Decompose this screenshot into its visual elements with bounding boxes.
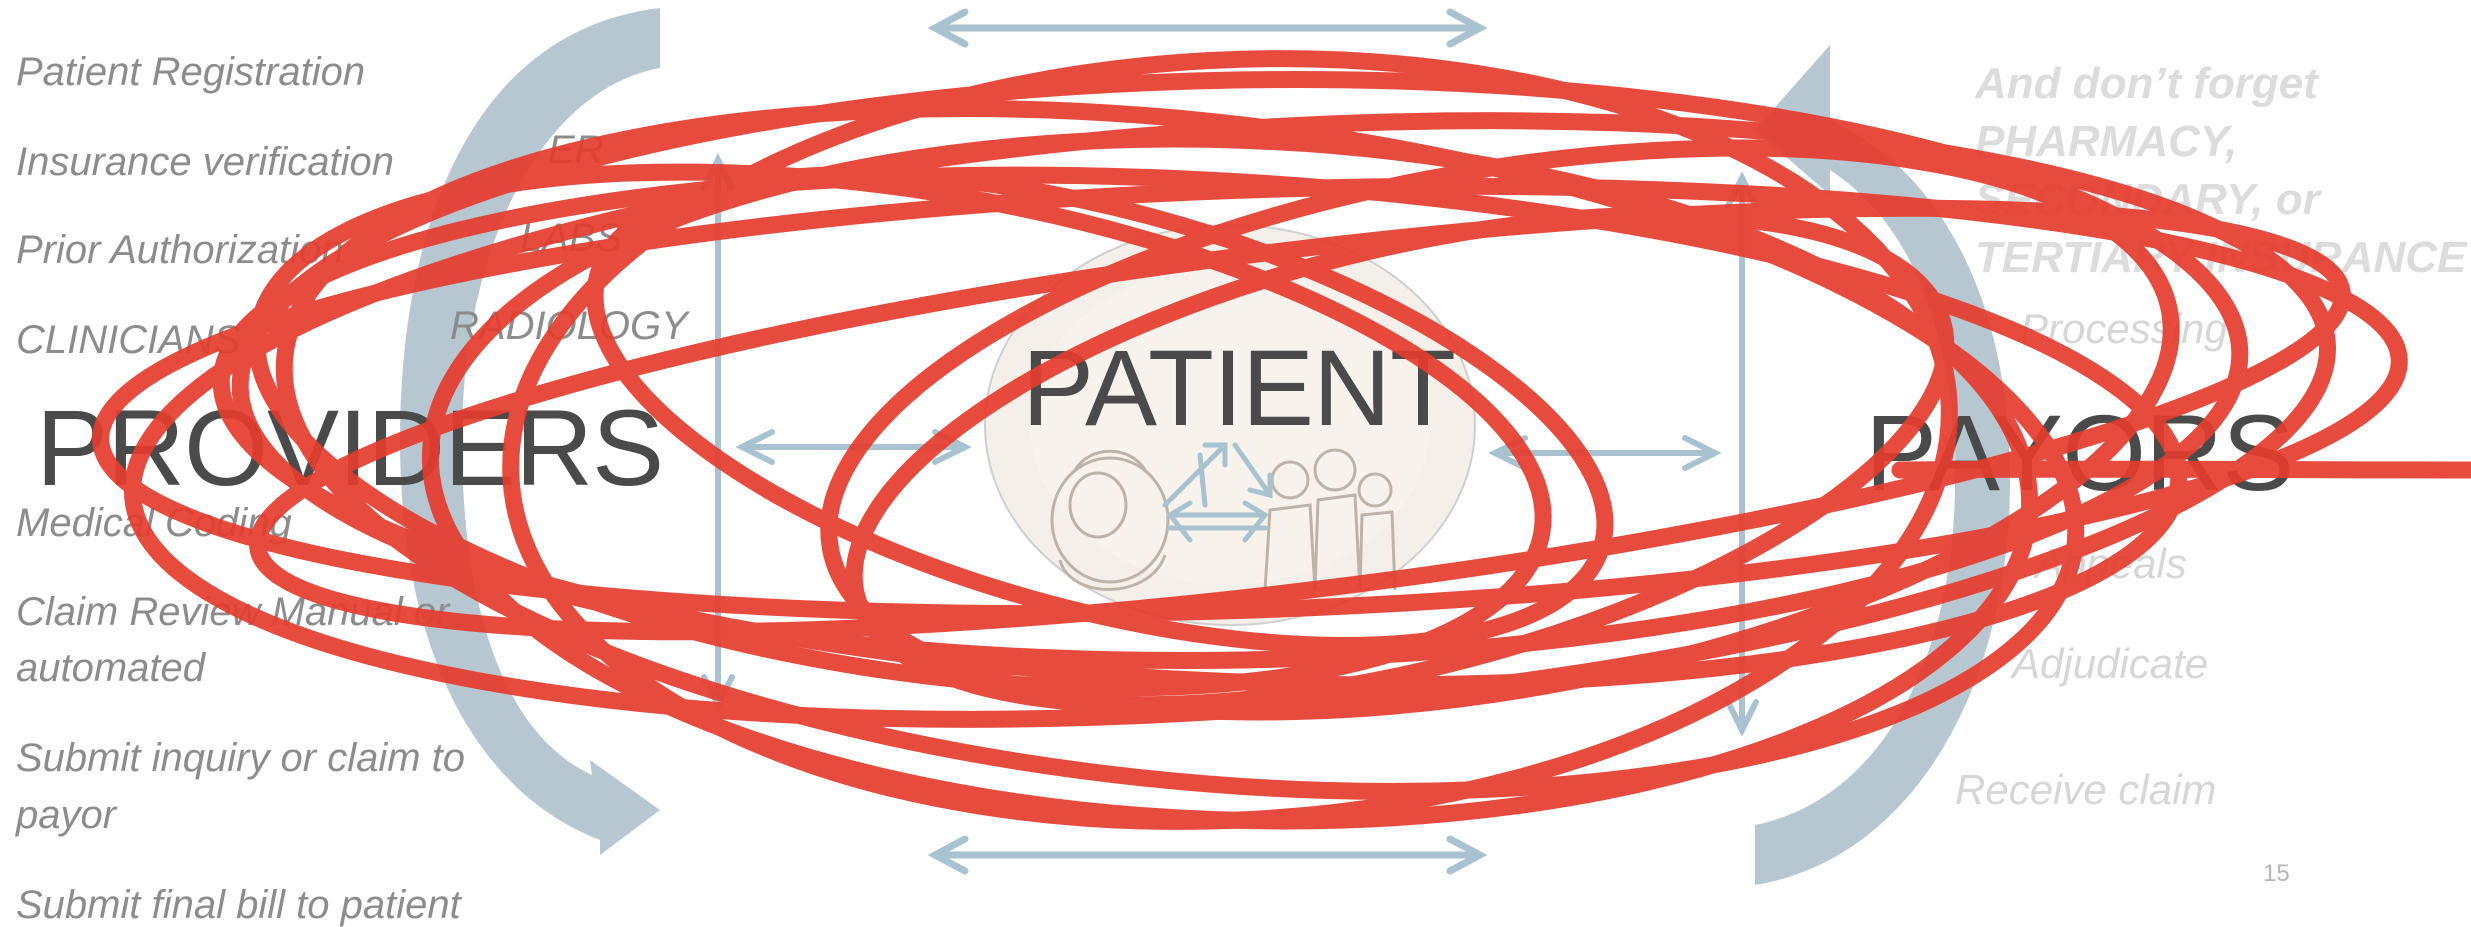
scribble-tail (1900, 469, 2471, 470)
